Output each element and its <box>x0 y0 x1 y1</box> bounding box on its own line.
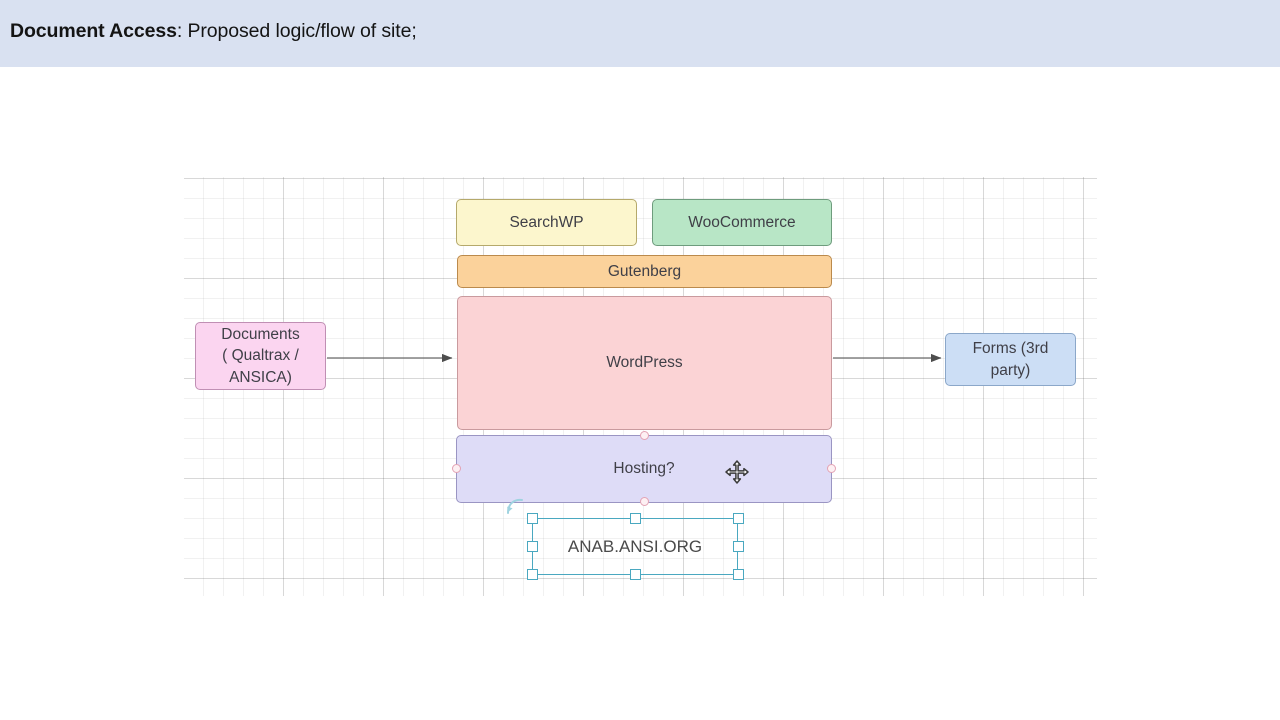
page-title-rest: : Proposed logic/flow of site; <box>176 20 417 42</box>
node-documents[interactable]: Documents ( Qualtrax / ANSICA) <box>195 322 326 390</box>
resize-handle-w[interactable] <box>526 540 538 552</box>
node-hosting[interactable]: Hosting? <box>456 435 832 503</box>
selection-group[interactable]: ANAB.ANSI.ORG <box>507 498 744 580</box>
diagram-canvas[interactable]: SearchWP WooCommerce Gutenberg WordPress… <box>184 177 1097 596</box>
node-woocommerce[interactable]: WooCommerce <box>652 199 832 246</box>
resize-handle-s[interactable] <box>629 568 641 580</box>
resize-handle-se[interactable] <box>732 568 744 580</box>
resize-handle-nw[interactable] <box>526 512 538 524</box>
selected-text-anab-ansi-org[interactable]: ANAB.ANSI.ORG <box>567 536 703 556</box>
page-title: Document Access: Proposed logic/flow of … <box>10 20 417 43</box>
resize-handle-ne[interactable] <box>732 512 744 524</box>
resize-handle-sw[interactable] <box>526 568 538 580</box>
node-gutenberg[interactable]: Gutenberg <box>457 255 832 288</box>
resize-handle-n[interactable] <box>629 512 641 524</box>
page-title-strong: Document Access <box>10 20 177 42</box>
resize-handle-e[interactable] <box>732 540 744 552</box>
node-wordpress[interactable]: WordPress <box>457 296 832 430</box>
header-bar: Document Access: Proposed logic/flow of … <box>0 0 1280 67</box>
node-forms[interactable]: Forms (3rd party) <box>945 333 1076 386</box>
node-searchwp[interactable]: SearchWP <box>456 199 637 246</box>
